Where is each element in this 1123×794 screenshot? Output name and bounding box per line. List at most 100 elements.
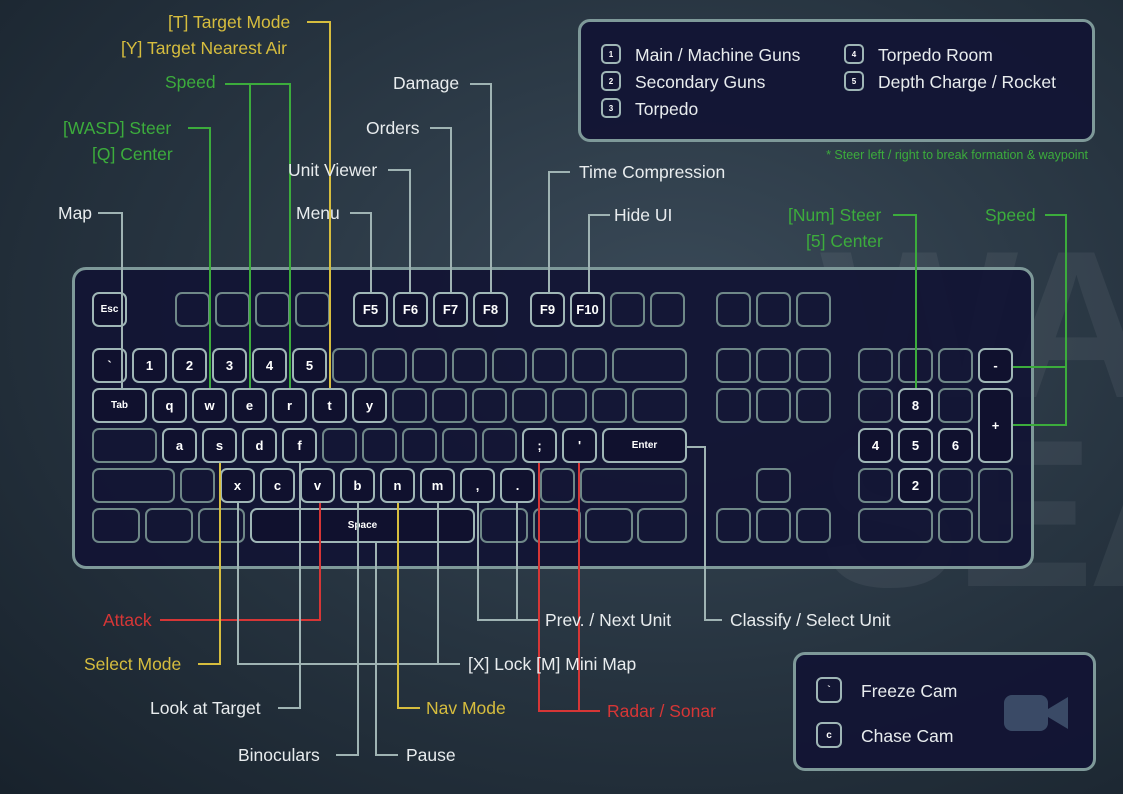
key-blank (532, 348, 567, 383)
legend-label: Chase Cam (861, 726, 954, 746)
key-c: c (260, 468, 295, 503)
legend-key: ` (816, 677, 842, 703)
key-num-5: 5 (898, 428, 933, 463)
key-blank (442, 428, 477, 463)
key-a: a (162, 428, 197, 463)
key-blank (938, 468, 973, 503)
key-blank (796, 388, 831, 423)
key-f8: F8 (473, 292, 508, 327)
label-hide-ui: Hide UI (614, 205, 673, 225)
key-blank (402, 428, 437, 463)
legend-label: Depth Charge / Rocket (878, 72, 1057, 92)
key-blank (796, 508, 831, 543)
key-blank (637, 508, 687, 543)
legend-key: 2 (601, 71, 621, 91)
label-unit-viewer: Unit Viewer (288, 160, 378, 180)
label-prev-next-unit: Prev. / Next Unit (545, 610, 672, 630)
key-q: q (152, 388, 187, 423)
leader-line-target-mode (307, 21, 331, 388)
leader-line-attack (160, 503, 321, 621)
legend-label: Torpedo Room (878, 45, 993, 65)
leader-line-prev-next (477, 503, 538, 621)
key-s: s (202, 428, 237, 463)
label-time-compression: Time Compression (579, 162, 726, 182)
camera-legend: ` Freeze Cam c Chase Cam (793, 652, 1096, 771)
key-y: y (352, 388, 387, 423)
key-blank (756, 468, 791, 503)
legend-label: Main / Machine Guns (635, 45, 801, 65)
key-blank (632, 388, 687, 423)
key-blank (480, 508, 528, 543)
key-blank (756, 292, 791, 327)
key-blank (796, 348, 831, 383)
key-blank (716, 388, 751, 423)
key-blank (716, 508, 751, 543)
leader-line-wasd (188, 127, 211, 388)
key-e: e (232, 388, 267, 423)
legend-key: 5 (844, 71, 864, 91)
key-t: t (312, 388, 347, 423)
key-num-2: 2 (898, 468, 933, 503)
label-radar-sonar: Radar / Sonar (607, 701, 716, 721)
key-blank (198, 508, 245, 543)
label-select-mode: Select Mode (84, 654, 182, 674)
key-m: m (420, 468, 455, 503)
legend-key: 4 (844, 44, 864, 64)
key-quote: ' (562, 428, 597, 463)
key-blank (572, 348, 607, 383)
key-blank (432, 388, 467, 423)
label-num-center: [5] Center (806, 231, 883, 251)
video-camera-icon (1004, 695, 1068, 731)
key-4: 4 (252, 348, 287, 383)
key-blank (452, 348, 487, 383)
leader-line-select-mode (198, 463, 221, 665)
label-speed-left: Speed (165, 72, 216, 92)
leader-line-menu (350, 212, 372, 292)
legend-key: 1 (601, 44, 621, 64)
key-1: 1 (132, 348, 167, 383)
label-lock-minimap: [X] Lock [M] Mini Map (468, 654, 637, 674)
key-f: f (282, 428, 317, 463)
key-blank (716, 292, 751, 327)
key-blank (512, 388, 547, 423)
label-orders: Orders (366, 118, 420, 138)
key-blank (412, 348, 447, 383)
key-num-plus: + (978, 388, 1013, 463)
key-blank (610, 292, 645, 327)
label-binoculars: Binoculars (238, 745, 320, 765)
leader-line-damage (470, 83, 492, 292)
key-blank (592, 388, 627, 423)
leader-line-num-steer (893, 214, 917, 388)
label-speed-right: Speed (985, 205, 1036, 225)
key-blank (392, 388, 427, 423)
legend-label: Freeze Cam (861, 681, 958, 701)
key-blank (978, 468, 1013, 543)
key-tab: Tab (92, 388, 147, 423)
key-blank (796, 292, 831, 327)
key-blank (332, 348, 367, 383)
legend-key: c (816, 722, 842, 748)
key-blank (858, 468, 893, 503)
key-3: 3 (212, 348, 247, 383)
key-num-6: 6 (938, 428, 973, 463)
leader-line-pause (375, 543, 398, 756)
label-num-steer: [Num] Steer (788, 205, 882, 225)
leader-line-look-at-target (278, 463, 301, 709)
key-blank (145, 508, 193, 543)
key-n: n (380, 468, 415, 503)
key-semicolon: ; (522, 428, 557, 463)
key-blank (552, 388, 587, 423)
label-target-nearest-air: [Y] Target Nearest Air (121, 38, 288, 58)
key-blank (92, 428, 157, 463)
key-f9: F9 (530, 292, 565, 327)
key-num-minus: - (978, 348, 1013, 383)
label-menu: Menu (296, 203, 340, 223)
key-2: 2 (172, 348, 207, 383)
leader-line-speed-left (225, 83, 291, 388)
key-blank (716, 348, 751, 383)
key-blank (322, 428, 357, 463)
key-blank (756, 508, 791, 543)
key-blank (540, 468, 575, 503)
key-blank (472, 388, 507, 423)
key-enter: Enter (602, 428, 687, 463)
